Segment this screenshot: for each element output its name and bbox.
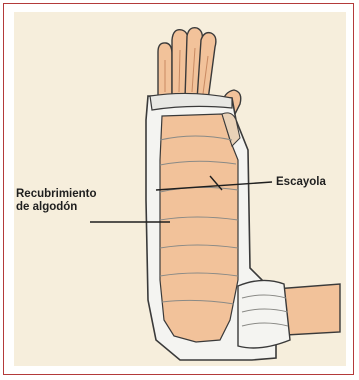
label-cotton-padding: Recubrimiento de algodón (16, 188, 136, 214)
cotton-padding (160, 114, 238, 342)
label-cast: Escayola (276, 176, 326, 189)
label-cotton-padding-line2: de algodón (16, 201, 136, 214)
elbow-wrap (238, 280, 290, 348)
label-cotton-padding-line1: Recubrimiento (16, 188, 136, 201)
